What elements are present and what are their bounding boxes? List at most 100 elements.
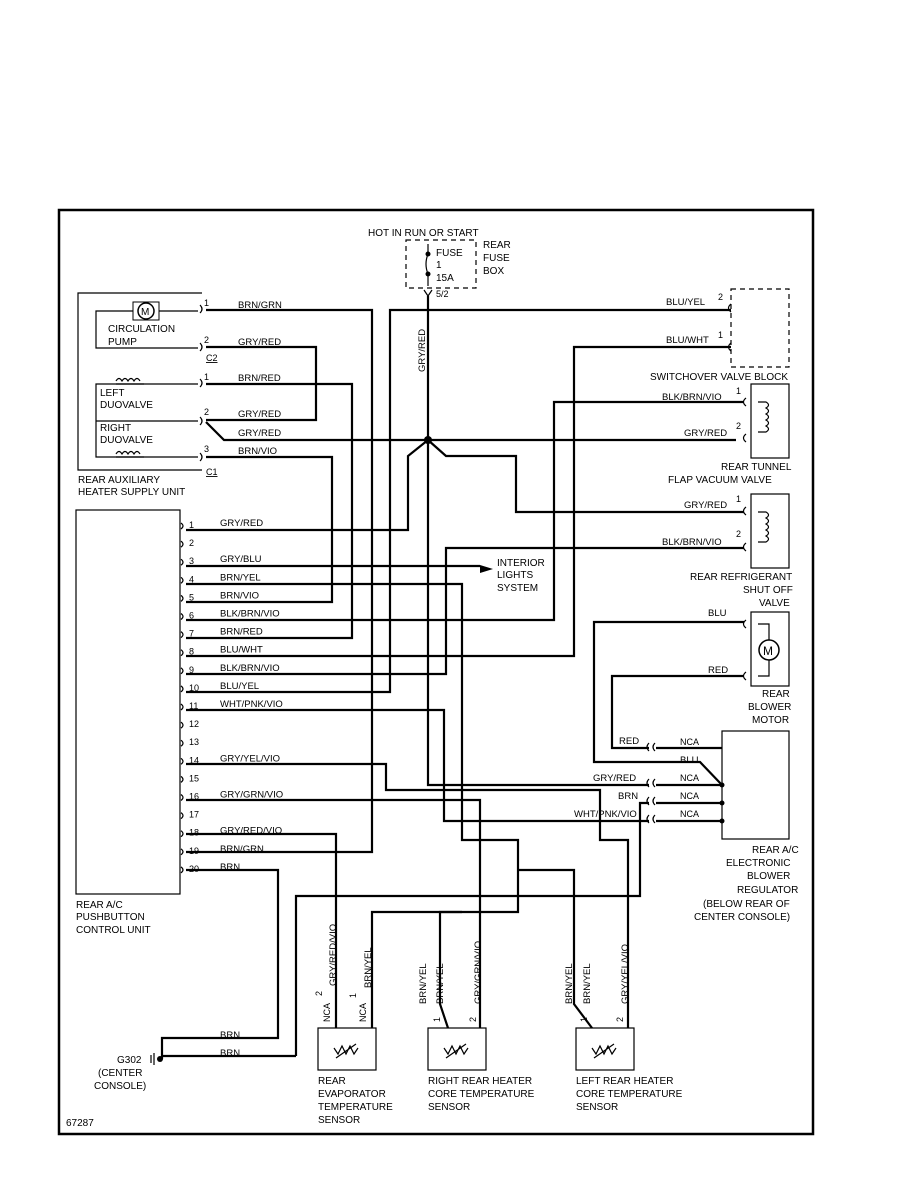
switchover-pin-2: 2 [718, 292, 723, 302]
aux-wire-3: BRN/RED [238, 373, 281, 384]
regulator-name-4: REGULATOR [737, 885, 798, 896]
aux-pin-c2-2: 2 [204, 335, 209, 345]
fuse-element [425, 244, 429, 286]
fuse-box-name-3: BOX [483, 266, 504, 277]
ground-symbol [150, 1053, 155, 1065]
wire-blkbrnvio-2 [186, 546, 744, 676]
ground-location-1: (CENTER [98, 1068, 142, 1079]
wire-harness [160, 296, 744, 1059]
left-sensor-name-3: SENSOR [576, 1102, 618, 1113]
ground-id: G302 [117, 1055, 142, 1066]
left-duovalve-coil [115, 377, 144, 385]
interior-lights-label-1: INTERIOR [497, 558, 545, 569]
left-thermistor [591, 1043, 617, 1059]
evap-thermistor [333, 1043, 359, 1059]
right-duovalve-coil [115, 450, 144, 458]
aux-unit-name-2: HEATER SUPPLY UNIT [78, 487, 185, 498]
control-unit-pin-number: 13 [189, 737, 199, 747]
right-duovalve-wiring [95, 421, 198, 458]
wire-bluyel [186, 308, 731, 694]
control-unit-name-1: REAR A/C [76, 900, 123, 911]
regulator-wire-blu: BLU [680, 755, 699, 766]
control-unit-pin-number: 1 [189, 520, 194, 530]
ground-g302: G302 (CENTER CONSOLE) BRN BRN [94, 1030, 240, 1092]
pump-wiring [95, 310, 198, 349]
refrigerant-valve-coil [758, 511, 770, 543]
fuse-rating: 15A [436, 273, 454, 284]
control-unit-wire-label: BRN/VIO [220, 590, 259, 601]
control-unit-pin-number: 12 [189, 719, 199, 729]
rear-refrigerant-shut-off-valve: GRY/RED BLK/BRN/VIO 1 2 REAR REFRIGERANT… [662, 493, 793, 609]
aux-connector-bracket [199, 304, 203, 462]
blower-motor-name-1: REAR [762, 689, 790, 700]
refrigerant-valve-outline [750, 493, 790, 569]
evap-pin-2: 2 [314, 991, 324, 996]
refrigerant-wire-2: BLK/BRN/VIO [662, 537, 722, 548]
control-unit-wire-label: WHT/PNK/VIO [220, 699, 283, 710]
regulator-nca-2: NCA [680, 773, 699, 783]
right-pin-2: 2 [468, 1017, 478, 1022]
control-unit-wire-label: GRY/RED [220, 518, 263, 529]
wire-blu-blower [592, 620, 744, 786]
control-unit-pin-bracket [180, 576, 184, 584]
left-duovalve-wiring [95, 383, 198, 421]
right-thermistor [443, 1043, 469, 1059]
rear-fuse-box: HOT IN RUN OR START FUSE 1 15A 5/2 REAR … [368, 228, 511, 372]
evap-sensor-name-2: EVAPORATOR [318, 1089, 386, 1100]
circulation-pump-motor [137, 302, 155, 320]
control-unit-pin-bracket [180, 775, 184, 783]
regulator-name-5: (BELOW REAR OF [703, 899, 790, 910]
control-unit-pin-bracket [180, 667, 184, 675]
rear-blower-motor: M BLU RED REAR BLOWER MOTOR [708, 608, 791, 726]
switchover-pin-1: 1 [718, 330, 723, 340]
evap-nca-2: NCA [358, 1003, 368, 1022]
evap-wire-1: GRY/RED/VIO [328, 924, 339, 986]
refrigerant-valve-name-3: VALVE [759, 598, 790, 609]
aux-pin-c1-3: 3 [204, 444, 209, 454]
control-unit-pin-number: 10 [189, 683, 199, 693]
refrigerant-valve-name-2: SHUT OFF [743, 585, 793, 596]
ground-wire-2: BRN [220, 1048, 240, 1059]
refrigerant-wire-1: GRY/RED [684, 500, 727, 511]
fuse-box-name-2: FUSE [483, 253, 510, 264]
control-unit-wire-label: GRY/RED/VIO [220, 826, 282, 837]
tunnel-pin-2: 2 [736, 421, 741, 431]
interior-lights-system: INTERIOR LIGHTS SYSTEM [480, 558, 545, 594]
control-unit-pin-bracket [180, 739, 184, 747]
fuse-box-outline [405, 239, 477, 289]
wire-grygrnvio [186, 798, 482, 1028]
control-unit-pin-number: 16 [189, 792, 199, 802]
blower-motor-symbol: M [763, 644, 773, 658]
wire-brnyel-right [438, 910, 462, 1029]
control-unit-wire-label: BRN [220, 862, 240, 873]
control-unit-name-2: PUSHBUTTON [76, 912, 145, 923]
evap-nca-1: NCA [322, 1003, 332, 1022]
switchover-outline [730, 288, 790, 368]
aux-pin-c1-2: 2 [204, 407, 209, 417]
regulator-inline-connectors [646, 742, 656, 824]
refrigerant-connector [742, 506, 747, 552]
tunnel-valve-name-1: REAR TUNNEL [721, 462, 792, 473]
regulator-nca-3: NCA [680, 791, 699, 801]
ground-wire-1: BRN [220, 1030, 240, 1041]
tunnel-connector [742, 397, 747, 443]
right-wire-1: BRN/YEL [418, 963, 429, 1004]
regulator-wire-red: RED [619, 736, 639, 747]
tunnel-wire-2: GRY/RED [684, 428, 727, 439]
regulator-wire-whtpnkvio: WHT/PNK/VIO [574, 809, 637, 820]
aux-connector-c1: C1 [206, 467, 218, 477]
wire-splice-down [426, 440, 649, 787]
control-unit-name-3: CONTROL UNIT [76, 925, 151, 936]
blower-motor-outline [750, 611, 790, 687]
control-unit-wire-label: BLU/WHT [220, 645, 263, 656]
aux-pin-c2-1: 1 [204, 298, 209, 308]
right-duovalve-label-1: RIGHT [100, 423, 131, 434]
evap-sensor-name-1: REAR [318, 1076, 346, 1087]
control-unit-pin-number: 19 [189, 846, 199, 856]
fuse-box-name-1: REAR [483, 240, 511, 251]
control-unit-pin-number: 5 [189, 592, 194, 602]
regulator-name-6: CENTER CONSOLE) [694, 912, 790, 923]
interior-lights-label-2: LIGHTS [497, 570, 533, 581]
regulator-wire-brn: BRN [618, 791, 638, 802]
